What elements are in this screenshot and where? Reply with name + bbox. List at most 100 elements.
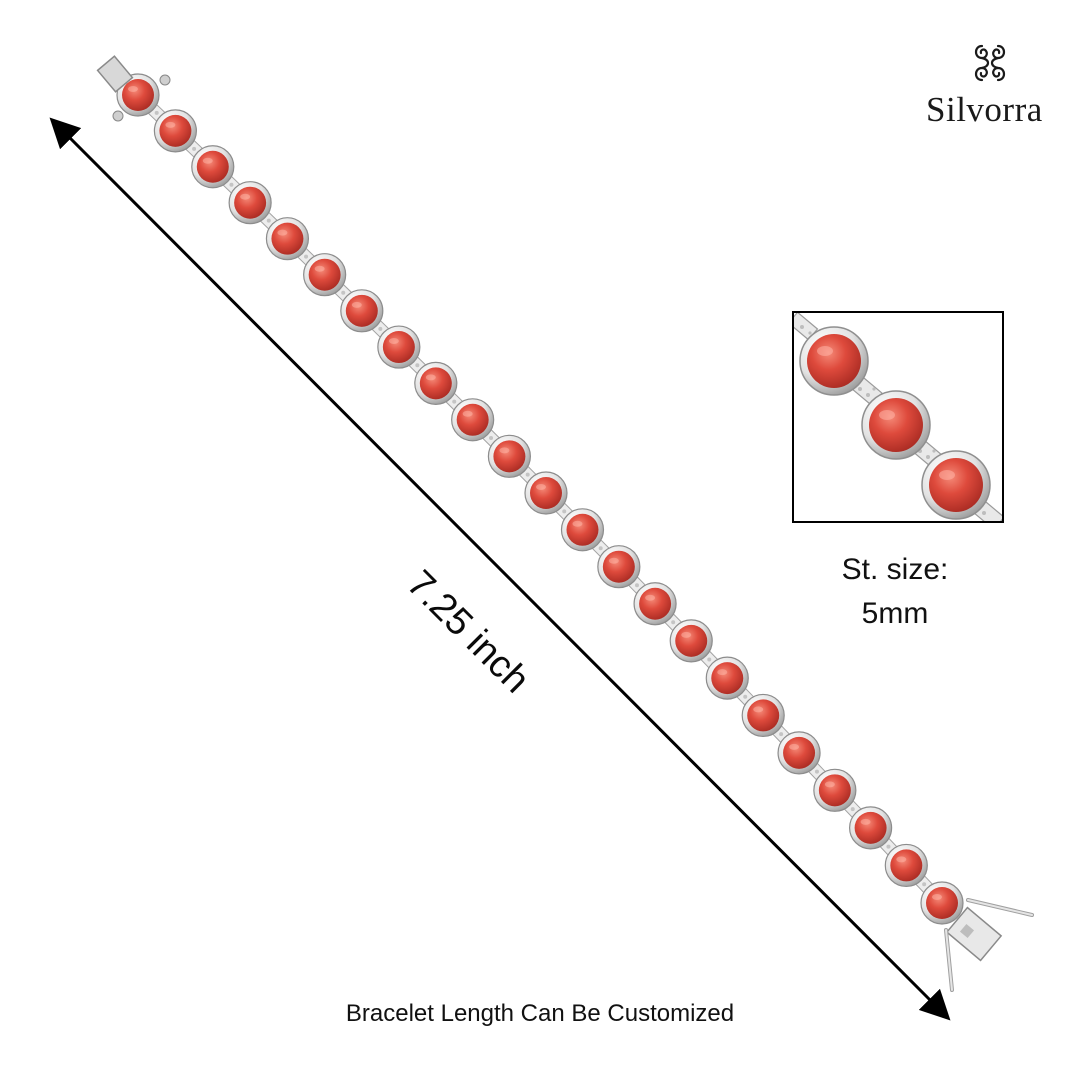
- stone-highlight: [425, 374, 436, 381]
- bracelet-stone: [303, 253, 347, 297]
- bracelet-stone: [560, 508, 605, 552]
- stone-cabochon: [493, 440, 526, 473]
- bottom-clasp: [944, 898, 1034, 992]
- stone-highlight: [499, 447, 510, 454]
- stone-highlight: [462, 410, 473, 417]
- stone-cabochon: [854, 811, 887, 844]
- bracelet-stone: [153, 109, 197, 153]
- chain-link-detail: [378, 326, 383, 331]
- stone-highlight: [351, 301, 362, 308]
- chain-link-detail: [229, 182, 234, 187]
- bracelet-stone: [265, 217, 310, 261]
- bracelet-stone: [116, 73, 160, 117]
- chain-link-detail: [886, 844, 891, 849]
- chain-link-detail: [922, 882, 927, 887]
- bracelet-stone: [597, 545, 641, 589]
- stone-closeup-illustration: [794, 313, 1002, 521]
- stone-size-value: 5mm: [861, 597, 929, 630]
- chain-link-detail: [743, 694, 748, 699]
- brand-logo: Silvorra: [920, 30, 1060, 140]
- bracelet-stone: [524, 471, 568, 515]
- stone-cabochon: [602, 550, 635, 583]
- stone-cabochon: [382, 331, 415, 364]
- stone-highlight: [240, 193, 251, 200]
- bracelet-stone: [191, 145, 235, 189]
- bracelet-stone: [741, 693, 785, 738]
- stone-size-label: St. size:: [841, 553, 949, 586]
- chain-link-detail: [707, 657, 712, 662]
- chain-link-detail: [452, 399, 457, 404]
- chain-link-detail: [341, 290, 346, 295]
- customization-note: Bracelet Length Can Be Customized: [345, 1000, 735, 1027]
- bracelet-stone: [669, 619, 713, 663]
- bracelet-stone: [813, 768, 857, 812]
- stone-cabochon: [530, 477, 562, 509]
- stone-highlight: [681, 631, 692, 638]
- stone-cabochon: [818, 774, 851, 807]
- stone-cabochon: [196, 150, 229, 183]
- chain-link-detail: [525, 472, 530, 477]
- stone-highlight: [932, 894, 942, 900]
- stone-highlight: [202, 157, 213, 164]
- stone-cabochon: [271, 222, 304, 255]
- stone-highlight: [896, 856, 907, 863]
- chain-link-detail: [634, 583, 639, 588]
- bracelet-stone: [920, 881, 964, 925]
- stone-cabochon: [419, 367, 452, 400]
- bracelet-stones: [116, 73, 964, 925]
- stone-size-caption: St. size: 5mm: [810, 548, 980, 636]
- top-clasp: [96, 55, 171, 122]
- stone-cabochon: [234, 186, 267, 219]
- stone-highlight: [608, 557, 619, 564]
- stone-highlight: [388, 338, 399, 345]
- swirl-monogram-icon: [974, 44, 1006, 82]
- chain-link-detail: [304, 254, 309, 259]
- chain-link-detail: [154, 110, 159, 115]
- stone-cabochon: [308, 258, 341, 291]
- stone-highlight: [753, 706, 764, 713]
- stone-highlight: [824, 781, 835, 788]
- chain-link-detail: [850, 807, 855, 812]
- bracelet-stone: [487, 434, 531, 478]
- stone-highlight: [536, 484, 546, 490]
- bracelet-stone: [414, 361, 458, 405]
- bracelet-stone: [705, 656, 749, 700]
- chain-link-detail: [266, 218, 271, 223]
- stone-cabochon: [711, 662, 744, 695]
- stone-cabochon: [890, 849, 923, 882]
- chain-link-detail: [598, 546, 603, 551]
- stone-cabochon: [122, 79, 154, 111]
- stone-highlight: [572, 520, 583, 527]
- stone-cabochon: [639, 587, 672, 620]
- stone-highlight: [128, 86, 138, 92]
- chain-link-detail: [489, 436, 494, 441]
- bracelet-stone: [777, 731, 821, 775]
- bracelet-stone: [884, 843, 928, 888]
- bracelet-stone: [228, 181, 272, 225]
- stone-cabochon: [675, 624, 708, 657]
- stone-cabochon: [566, 513, 599, 546]
- brand-name: Silvorra: [926, 90, 1043, 129]
- chain-link-detail: [562, 509, 567, 514]
- bracelet-stone: [451, 398, 495, 442]
- chain-link-detail: [192, 146, 197, 151]
- stone-cabochon: [926, 887, 958, 919]
- stone-highlight: [314, 265, 325, 272]
- chain-link-detail: [779, 732, 784, 737]
- bracelet-stone: [340, 289, 384, 333]
- stone-highlight: [789, 743, 800, 750]
- stone-highlight: [165, 121, 176, 128]
- stone-highlight: [860, 818, 871, 825]
- bracelet-stone: [377, 325, 421, 369]
- stone-cabochon: [159, 114, 192, 147]
- bracelet-stone: [848, 806, 893, 850]
- stone-closeup-inset: [792, 311, 1004, 523]
- chain-link-detail: [671, 620, 676, 625]
- bracelet-stone: [633, 582, 677, 626]
- stone-highlight: [277, 229, 288, 236]
- chain-link-detail: [814, 769, 819, 774]
- stone-highlight: [645, 594, 656, 601]
- chain-link-detail: [415, 363, 420, 368]
